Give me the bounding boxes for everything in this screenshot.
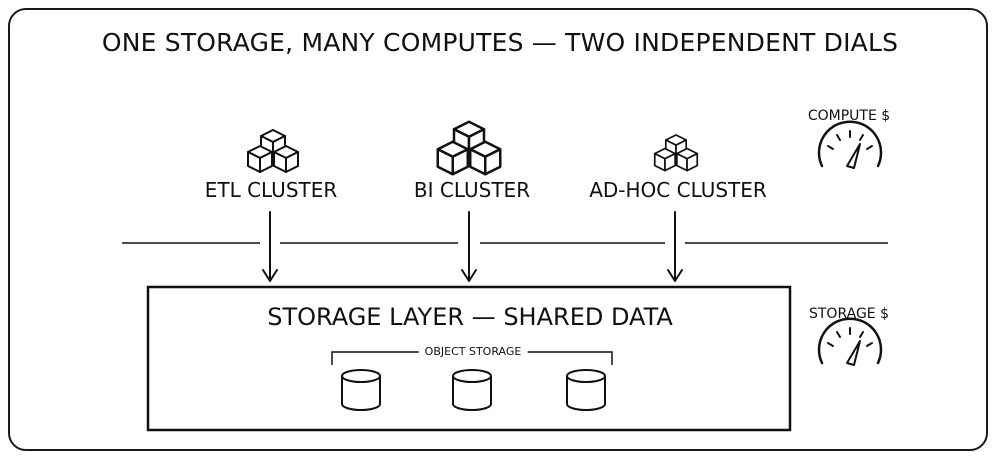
etl-cluster-label: ETL CLUSTER [204,178,338,202]
bi-cubes-icon [438,122,501,175]
etl-to-storage-arrow [262,211,278,282]
compute-cost-label: COMPUTE $ [807,108,891,124]
object-storage-label: OBJECT STORAGE [418,346,528,357]
storage-layer-title: STORAGE LAYER — SHARED DATA [267,303,673,331]
database-icon [341,369,381,411]
bi-to-storage-arrow [461,211,477,282]
adhoc-to-storage-arrow [667,211,683,282]
diagram-frame [8,8,988,451]
database-icon [452,369,492,411]
adhoc-cluster-label: AD-HOC CLUSTER [589,178,767,202]
bi-cluster-label: BI CLUSTER [413,178,531,202]
storage-gauge-icon [817,317,883,367]
etl-cubes-icon [248,130,298,172]
compute-gauge-icon [817,120,883,170]
adhoc-cubes-icon [655,135,698,171]
storage-cost-label: STORAGE $ [808,306,890,322]
storage-layer-box [146,285,792,432]
diagram-title: ONE STORAGE, MANY COMPUTES — TWO INDEPEN… [101,28,899,57]
database-icon [566,369,606,411]
